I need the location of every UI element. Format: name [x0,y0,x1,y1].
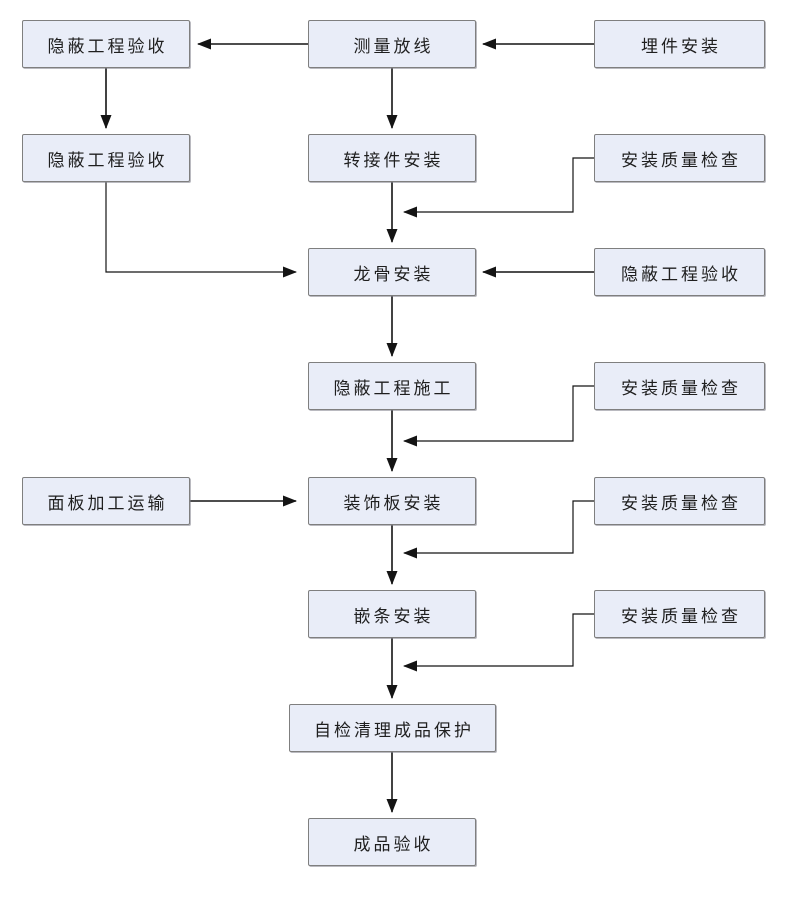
node-embedded-parts-install: 埋件安装 [594,20,765,68]
arrow-quality1-to-flowline [403,157,594,218]
node-quality-check-3: 安装质量检查 [594,477,765,525]
arrow-acceptance-left-to-keel [105,182,297,278]
node-hidden-works-acceptance-1: 隐蔽工程验收 [22,20,190,68]
arrow-quality2-to-flowline [403,385,594,447]
node-self-inspection-cleanup-protection: 自检清理成品保护 [289,704,496,752]
node-survey-layout: 测量放线 [308,20,476,68]
node-decorative-panel-install: 装饰板安装 [308,477,476,525]
node-keel-install: 龙骨安装 [308,248,476,296]
node-hidden-works-acceptance-3: 隐蔽工程验收 [594,248,765,296]
node-quality-check-4: 安装质量检查 [594,590,765,638]
arrow-quality3-to-flowline [403,500,594,559]
node-quality-check-1: 安装质量检查 [594,134,765,182]
node-trim-strip-install: 嵌条安装 [308,590,476,638]
node-adapter-install: 转接件安装 [308,134,476,182]
node-quality-check-2: 安装质量检查 [594,362,765,410]
node-finished-product-acceptance: 成品验收 [308,818,476,866]
node-hidden-works-construction: 隐蔽工程施工 [308,362,476,410]
arrow-quality4-to-flowline [403,613,594,672]
node-panel-processing-transport: 面板加工运输 [22,477,190,525]
node-hidden-works-acceptance-2: 隐蔽工程验收 [22,134,190,182]
